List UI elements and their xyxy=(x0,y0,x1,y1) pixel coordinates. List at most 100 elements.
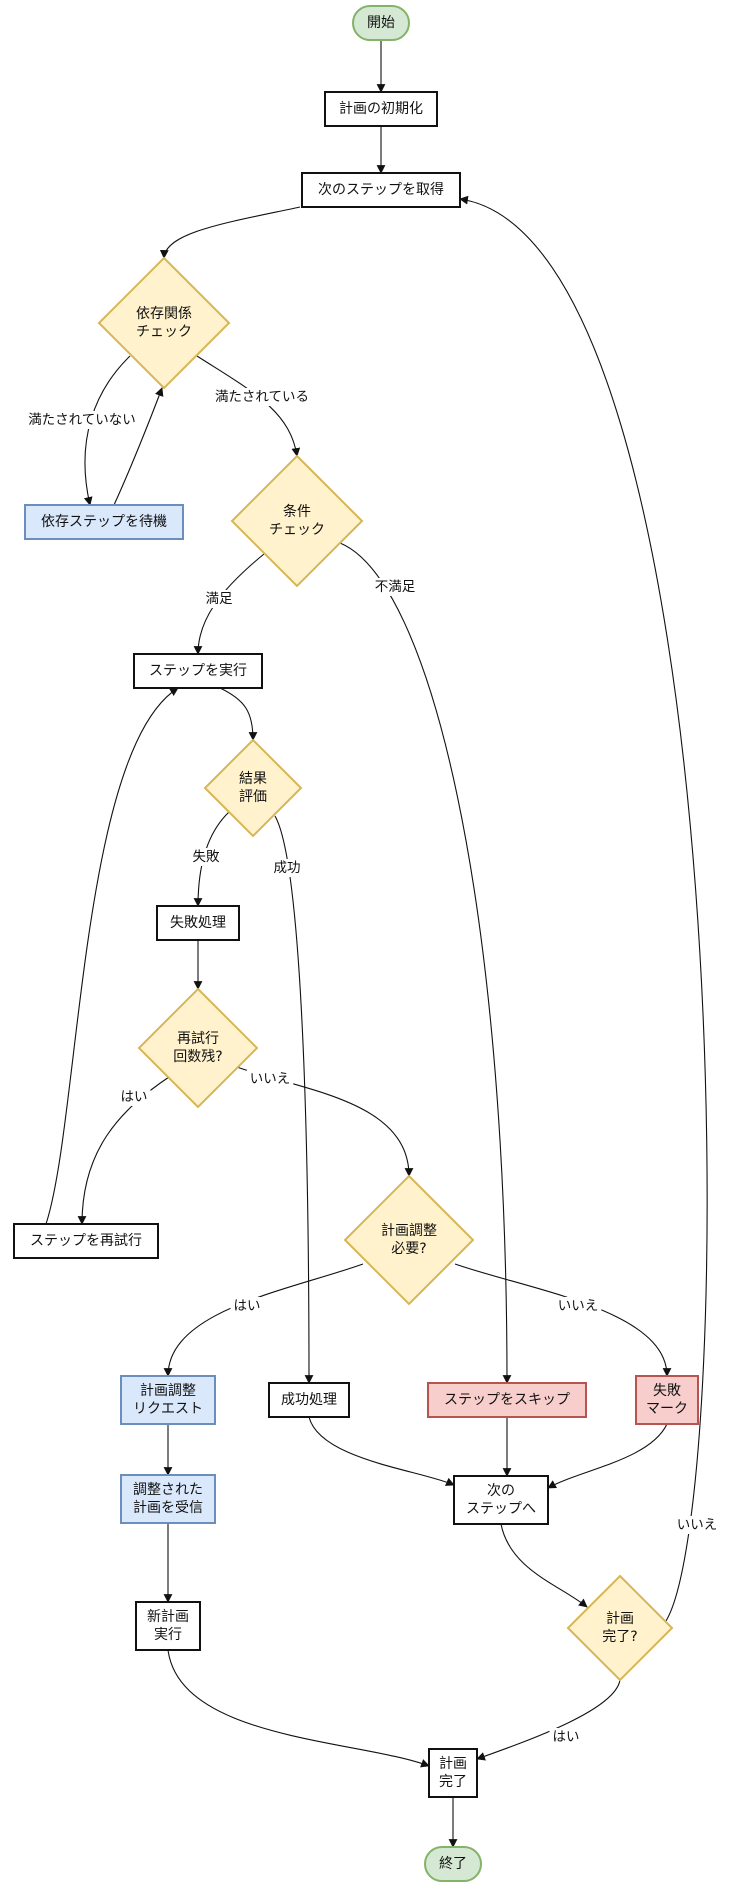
edge-wait-to-dep xyxy=(113,387,164,506)
node-init[interactable]: 計画の初期化 xyxy=(324,91,438,127)
node-done-label: 計画完了? xyxy=(602,1611,637,1645)
edge-label-background xyxy=(549,1728,583,1746)
node-wait[interactable]: 依存ステップを待機 xyxy=(24,504,184,540)
edge-success-to-tonext xyxy=(308,1416,455,1486)
edge-next-to-dep xyxy=(159,206,301,259)
node-markfail-shape xyxy=(635,1375,699,1425)
node-req-label: 計画調整リクエスト xyxy=(133,1383,203,1417)
node-init-label: 計画の初期化 xyxy=(339,100,423,117)
edge-label-text: 成功 xyxy=(274,860,301,876)
edge-label-background xyxy=(117,1088,151,1106)
node-complete[interactable]: 計画完了 xyxy=(428,1748,478,1798)
edge-label-background xyxy=(270,859,304,877)
node-adj[interactable]: 計画調整必要? xyxy=(343,1174,475,1306)
node-end[interactable]: 終了 xyxy=(424,1846,482,1882)
node-start[interactable]: 開始 xyxy=(352,5,410,41)
edge-label-background xyxy=(371,578,419,596)
node-dep-shape xyxy=(97,256,231,390)
node-recv-shape xyxy=(120,1474,216,1524)
node-done[interactable]: 計画完了? xyxy=(566,1574,674,1682)
node-fail[interactable]: 失敗処理 xyxy=(156,905,240,941)
edge-label-text: いいえ xyxy=(558,1298,599,1314)
node-success-label: 成功処理 xyxy=(281,1392,337,1408)
edge-label-text: はい xyxy=(553,1729,580,1745)
node-exec-shape xyxy=(133,653,263,689)
edge-label-text: 不満足 xyxy=(375,579,416,595)
edge-label-text: いいえ xyxy=(250,1071,291,1087)
node-adj-shape xyxy=(343,1174,475,1306)
node-eval-shape xyxy=(203,738,303,838)
edge-label-background xyxy=(189,848,223,866)
edge-cond-to-skip xyxy=(339,542,512,1384)
node-markfail[interactable]: 失敗マーク xyxy=(635,1375,699,1425)
edge-label-eval-to-fail: 失敗 xyxy=(189,848,223,866)
node-exec-label: ステップを実行 xyxy=(149,663,247,679)
edge-label-background xyxy=(202,590,236,608)
node-done-shape xyxy=(566,1574,674,1682)
node-end-shape xyxy=(424,1846,482,1882)
node-req-shape xyxy=(120,1375,216,1425)
edge-label-background xyxy=(230,1297,264,1315)
node-reexec-label: ステップを再試行 xyxy=(30,1233,142,1249)
node-dep-label: 依存関係チェック xyxy=(136,306,192,340)
node-reexec-shape xyxy=(13,1223,159,1259)
edge-label-done-to-complete: はい xyxy=(549,1728,583,1746)
edge-reexec-to-exec xyxy=(45,687,179,1225)
edge-label-background xyxy=(211,388,313,406)
edge-label-text: はい xyxy=(234,1298,261,1314)
node-req[interactable]: 計画調整リクエスト xyxy=(120,1375,216,1425)
node-fail-shape xyxy=(156,905,240,941)
edges-layer xyxy=(45,40,708,1848)
node-cond-label: 条件チェック xyxy=(269,503,325,538)
node-tonext-shape xyxy=(453,1475,549,1525)
edge-label-text: 満足 xyxy=(206,591,233,607)
node-next[interactable]: 次のステップを取得 xyxy=(301,172,461,208)
node-recv[interactable]: 調整された計画を受信 xyxy=(120,1474,216,1524)
node-newexec-shape xyxy=(135,1601,201,1651)
node-cond-shape xyxy=(230,454,364,588)
node-recv-label: 調整された計画を受信 xyxy=(133,1482,203,1516)
edge-label-cond-to-skip: 不満足 xyxy=(371,578,419,596)
node-success[interactable]: 成功処理 xyxy=(268,1382,350,1418)
node-skip-shape xyxy=(427,1382,587,1418)
node-eval-label: 結果評価 xyxy=(239,771,267,805)
node-exec[interactable]: ステップを実行 xyxy=(133,653,263,689)
node-eval[interactable]: 結果評価 xyxy=(203,738,303,838)
node-dep[interactable]: 依存関係チェック xyxy=(97,256,231,390)
edge-eval-to-success xyxy=(274,815,314,1384)
node-success-shape xyxy=(268,1382,350,1418)
node-adj-label: 計画調整必要? xyxy=(381,1223,437,1257)
node-complete-label: 計画完了 xyxy=(439,1756,467,1790)
edge-label-dep-to-wait: 満たされていない xyxy=(25,411,139,429)
edge-label-done-to-next: いいえ xyxy=(673,1516,721,1534)
edge-label-text: はい xyxy=(121,1089,148,1105)
edge-label-cond-to-exec: 満足 xyxy=(202,590,236,608)
node-cond[interactable]: 条件チェック xyxy=(230,454,364,588)
edge-dep-to-wait xyxy=(83,355,131,506)
node-newexec[interactable]: 新計画実行 xyxy=(135,1601,201,1651)
edge-labels-layer: 満たされていない満たされている満足不満足失敗成功はいいいえはいいいえいいえはい xyxy=(25,388,721,1746)
node-retry-shape xyxy=(137,987,259,1109)
node-start-label: 開始 xyxy=(367,15,395,31)
node-retry[interactable]: 再試行回数残? xyxy=(137,987,259,1109)
node-tonext-label: 次のステップへ xyxy=(466,1483,536,1517)
node-skip[interactable]: ステップをスキップ xyxy=(427,1382,587,1418)
edge-done-to-next xyxy=(459,195,708,1625)
node-next-label: 次のステップを取得 xyxy=(318,181,444,198)
edge-markfail-to-tonext xyxy=(547,1423,668,1489)
edge-label-background xyxy=(25,411,139,429)
node-wait-shape xyxy=(24,504,184,540)
edge-label-text: 失敗 xyxy=(193,849,220,865)
node-markfail-label: 失敗マーク xyxy=(646,1383,688,1417)
node-reexec[interactable]: ステップを再試行 xyxy=(13,1223,159,1259)
node-newexec-label: 新計画実行 xyxy=(147,1609,189,1643)
edge-label-eval-to-success: 成功 xyxy=(270,859,304,877)
edge-label-adj-to-req: はい xyxy=(230,1297,264,1315)
edge-label-retry-to-reexec: はい xyxy=(117,1088,151,1106)
node-start-shape xyxy=(352,5,410,41)
node-tonext[interactable]: 次のステップへ xyxy=(453,1475,549,1525)
edge-newexec-to-complete xyxy=(167,1649,430,1768)
edge-label-retry-to-adj: いいえ xyxy=(246,1070,294,1088)
edge-label-background xyxy=(673,1516,721,1534)
